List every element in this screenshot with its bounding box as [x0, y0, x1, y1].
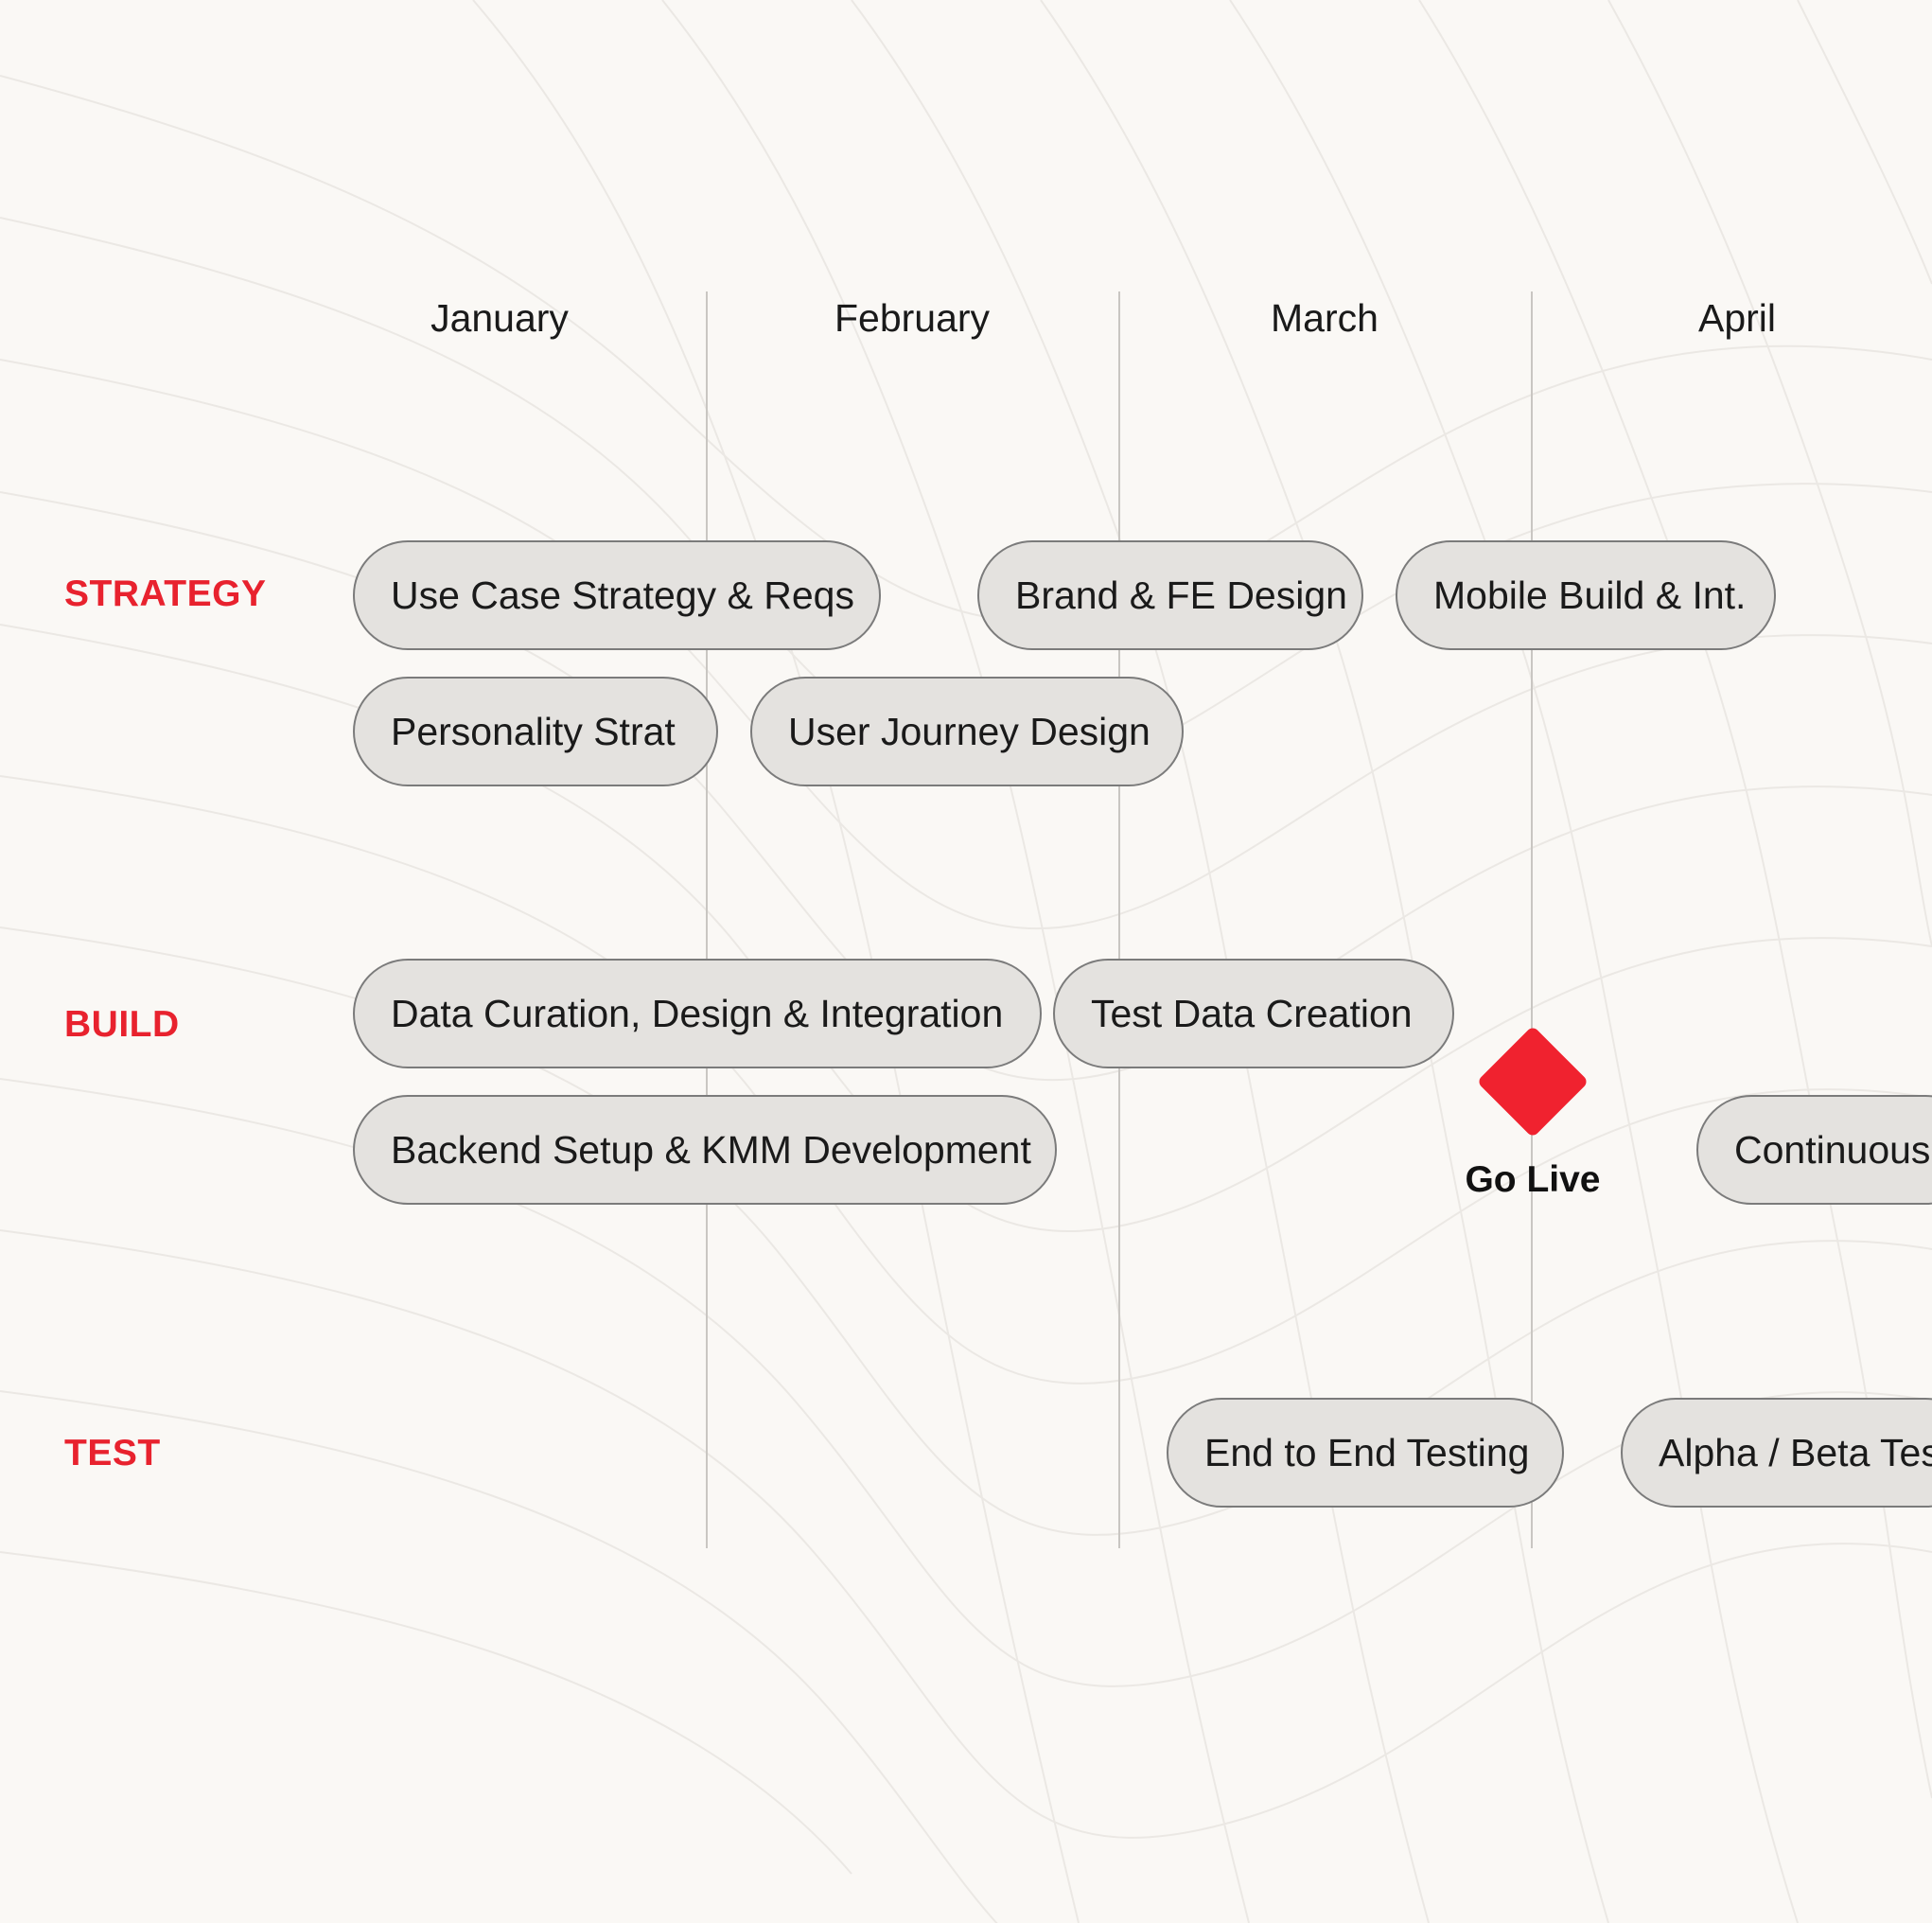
task-use-case-strategy[interactable]: Use Case Strategy & Reqs [353, 540, 881, 650]
lane-label-strategy: STRATEGY [64, 573, 267, 614]
lane-label-build: BUILD [64, 1004, 180, 1045]
lane-label-test: TEST [64, 1433, 161, 1473]
task-user-journey-design[interactable]: User Journey Design [750, 677, 1184, 786]
month-divider-jan-feb [706, 291, 708, 1548]
month-divider-mar-apr [1531, 291, 1533, 1548]
task-mobile-build[interactable]: Mobile Build & Int. [1396, 540, 1776, 650]
task-data-curation[interactable]: Data Curation, Design & Integration [353, 959, 1042, 1068]
month-divider-feb-mar [1118, 291, 1120, 1548]
month-header-february: February [834, 296, 991, 340]
task-alpha-beta-testing[interactable]: Alpha / Beta Tes [1621, 1398, 1932, 1508]
go-live-milestone-label: Go Live [1465, 1159, 1601, 1200]
task-test-data-creation[interactable]: Test Data Creation [1053, 959, 1454, 1068]
task-backend-setup[interactable]: Backend Setup & KMM Development [353, 1095, 1057, 1205]
task-personality-strat[interactable]: Personality Strat [353, 677, 718, 786]
month-header-march: March [1271, 296, 1379, 340]
task-continuous[interactable]: Continuous [1696, 1095, 1932, 1205]
task-end-to-end-testing[interactable]: End to End Testing [1167, 1398, 1564, 1508]
task-brand-fe-design[interactable]: Brand & FE Design [977, 540, 1363, 650]
month-header-april: April [1697, 296, 1777, 340]
month-header-january: January [430, 296, 569, 340]
